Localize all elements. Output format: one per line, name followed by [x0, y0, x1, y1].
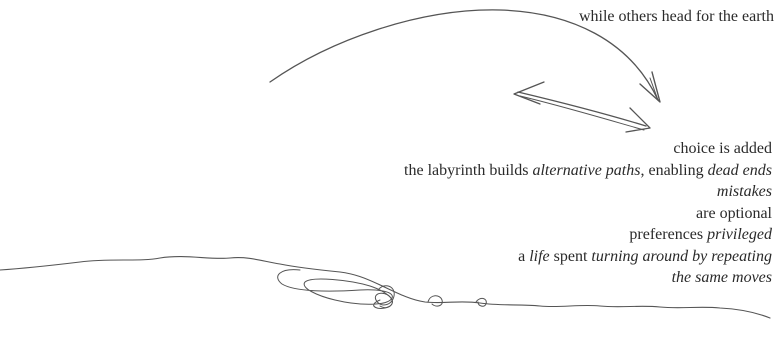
poem-line-5-part-a: preferences: [629, 226, 707, 243]
poem-line-2-part-c: , enabling: [640, 162, 707, 179]
small-loop-a: [428, 296, 442, 306]
poem-line-7: the same moves: [212, 267, 772, 289]
poem-line-3-italic: mistakes: [717, 183, 772, 200]
poem-line-6: a life spent turning around by repeating: [212, 246, 772, 268]
poem-line-1: choice is added: [212, 138, 772, 160]
poem-line-3: mistakes: [212, 181, 772, 203]
poem-line-1-text: choice is added: [673, 140, 772, 157]
poem-line-2: the labyrinth builds alternative paths, …: [212, 160, 772, 182]
poem-line-2-part-a: the labyrinth builds: [404, 162, 532, 179]
poem-text: choice is added the labyrinth builds alt…: [212, 138, 772, 289]
poem-line-2-italic-a: alternative paths: [532, 162, 640, 179]
poem-line-6-part-c: spent: [550, 248, 592, 265]
poem-line-2-italic-b: dead ends: [708, 162, 772, 179]
top-caption: while others head for the earth: [579, 7, 774, 27]
poem-line-7-italic: the same moves: [672, 269, 772, 286]
poem-line-6-part-a: a: [518, 248, 529, 265]
double-arrow-shaft: [518, 92, 646, 126]
poem-line-4: are optional: [212, 203, 772, 225]
poem-line-5-italic: privileged: [707, 226, 772, 243]
poem-line-6-italic-a: life: [529, 248, 549, 265]
double-arrow-shaft-trace: [520, 96, 644, 130]
poem-line-6-italic-b: turning around by repeating: [591, 248, 772, 265]
poem-line-4-text: are optional: [696, 205, 772, 222]
small-loop-b: [476, 298, 486, 306]
poem-line-5: preferences privileged: [212, 224, 772, 246]
